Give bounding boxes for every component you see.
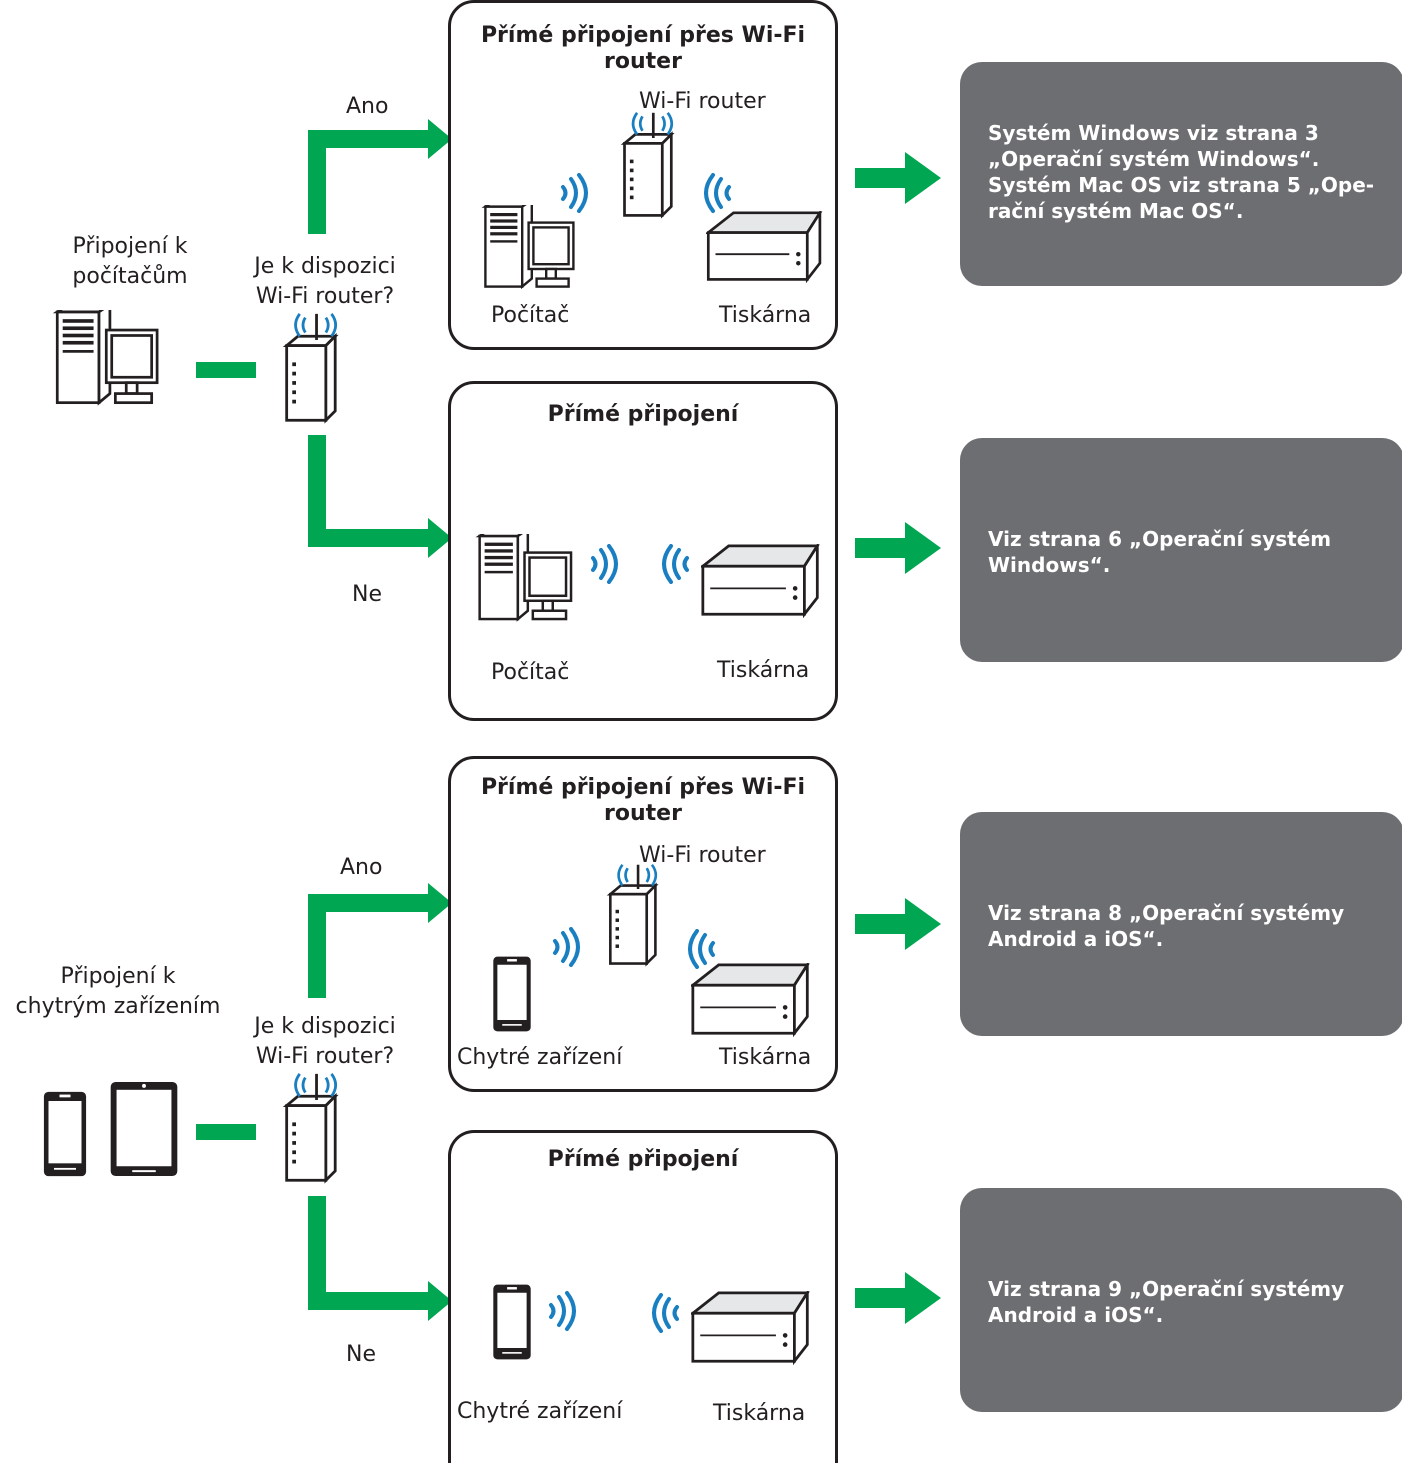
result-arrow xyxy=(855,1272,941,1324)
smartphone-icon xyxy=(491,955,533,1033)
yes-label: Ano xyxy=(346,94,389,119)
yes-label: Ano xyxy=(340,855,383,880)
yes-branch-vertical xyxy=(308,130,326,234)
no-label: Ne xyxy=(346,1342,376,1367)
info-panel: Viz strana 9 „Operační systémy Android a… xyxy=(960,1188,1402,1412)
result-arrow xyxy=(855,522,941,574)
box-title: Přímé připojení přes Wi-Fi router xyxy=(480,23,806,74)
wifi-router-icon xyxy=(276,312,344,424)
device-label: Počítač xyxy=(491,660,570,685)
device-label: Chytré zařízení xyxy=(457,1045,623,1070)
info-panel: Viz strana 6 „Operační systém Windows“. xyxy=(960,438,1402,662)
direct-connection-box: Přímé připojení Chytré zařízení Tiskárna xyxy=(448,1130,838,1463)
connector-line xyxy=(196,1124,256,1140)
connector-line xyxy=(196,362,256,378)
source-label: Připojení k počítačům xyxy=(72,234,188,289)
result-arrow xyxy=(855,898,941,950)
wifi-signal-icon xyxy=(551,927,581,967)
computer-icon xyxy=(50,310,168,410)
box-title: Přímé připojení xyxy=(547,402,739,427)
no-branch-vertical xyxy=(308,435,326,547)
printer-label: Tiskárna xyxy=(717,658,810,683)
no-branch-horizontal xyxy=(308,529,430,547)
wifi-router-label: Wi-Fi router xyxy=(639,89,766,114)
box-title: Přímé připojení přes Wi-Fi router xyxy=(480,775,806,826)
printer-label: Tiskárna xyxy=(719,303,812,328)
printer-icon xyxy=(701,544,821,618)
no-branch-vertical xyxy=(308,1196,326,1310)
wifi-router-icon xyxy=(615,111,679,219)
wifi-router-label: Wi-Fi router xyxy=(639,843,766,868)
direct-connection-box: Přímé připojení Počítač Tiskárna xyxy=(448,381,838,721)
no-branch-horizontal xyxy=(308,1292,430,1310)
wifi-router-icon xyxy=(601,863,663,967)
computer-icon xyxy=(479,205,583,293)
source-label: Připojení k chytrým zařízením xyxy=(15,964,221,1019)
question-label: Je k dispozici Wi-Fi router? xyxy=(254,254,396,309)
info-panel: Viz strana 8 „Operační systémy Android a… xyxy=(960,812,1402,1036)
result-arrow xyxy=(855,152,941,204)
router-connection-box: Přímé připojení přes Wi-Fi router Wi-Fi … xyxy=(448,756,838,1092)
computer-icon xyxy=(473,534,581,626)
tablet-icon xyxy=(108,1080,180,1178)
router-connection-box: Přímé připojení přes Wi-Fi router Wi-Fi … xyxy=(448,0,838,350)
wifi-signal-icon xyxy=(547,1291,577,1331)
wifi-signal-icon xyxy=(589,544,619,584)
question-label: Je k dispozici Wi-Fi router? xyxy=(254,1014,396,1069)
box-title: Přímé připojení xyxy=(547,1147,739,1172)
device-label: Chytré zařízení xyxy=(457,1399,623,1424)
printer-icon xyxy=(706,211,824,283)
printer-label: Tiskárna xyxy=(719,1045,812,1070)
yes-branch-horizontal xyxy=(308,130,430,148)
wifi-signal-icon xyxy=(703,173,733,213)
wifi-signal-icon xyxy=(651,1293,681,1333)
device-label: Počítač xyxy=(491,303,570,328)
printer-icon xyxy=(691,1291,811,1365)
smartphone-icon xyxy=(40,1090,90,1178)
printer-icon xyxy=(691,963,811,1037)
wifi-signal-icon xyxy=(661,544,691,584)
printer-label: Tiskárna xyxy=(713,1401,806,1426)
smartphone-icon xyxy=(491,1283,533,1361)
yes-branch-vertical xyxy=(308,894,326,998)
wifi-router-icon xyxy=(276,1072,344,1184)
info-panel: Systém Windows viz strana 3 „Operační sy… xyxy=(960,62,1402,286)
yes-branch-horizontal xyxy=(308,894,430,912)
no-label: Ne xyxy=(352,582,382,607)
